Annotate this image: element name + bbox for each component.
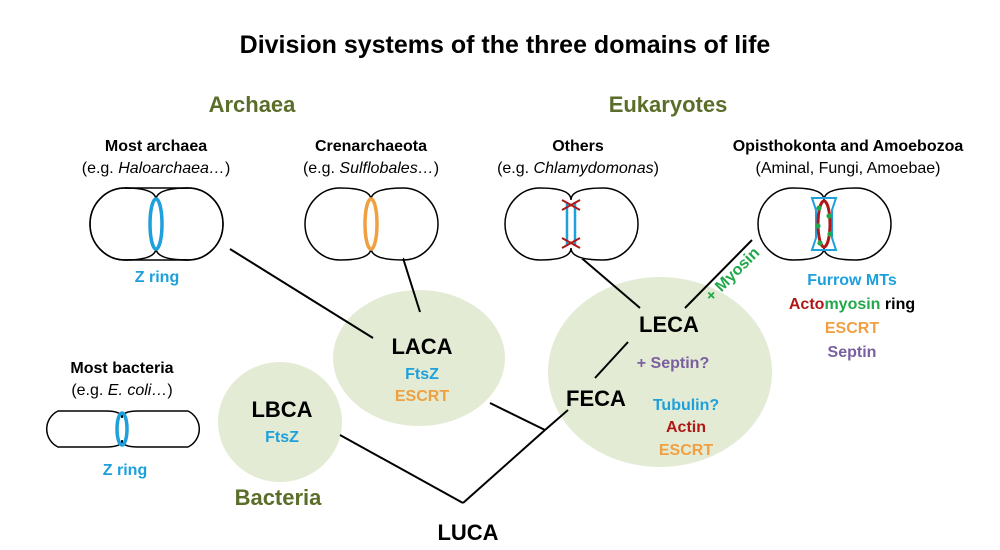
furrow-mts-label: Furrow MTs xyxy=(807,272,897,289)
opisthokonta-example: (Aminal, Fungi, Amoebae) xyxy=(756,160,941,177)
others-label: Others xyxy=(552,138,604,155)
septin-label: Septin xyxy=(828,344,877,361)
most-archaea-example: (e.g. Haloarchaea…) xyxy=(82,160,231,177)
most-bacteria-cell xyxy=(46,410,200,448)
furrow-microtubules-icon xyxy=(561,199,581,249)
plus-septin-annotation: + Septin? xyxy=(637,355,709,372)
others-example: (e.g. Chlamydomonas) xyxy=(497,160,659,177)
diagram-title: Division systems of the three domains of… xyxy=(240,31,771,59)
feca-escrt-label: ESCRT xyxy=(659,442,713,459)
laca-escrt-label: ESCRT xyxy=(395,388,449,405)
z-ring-icon xyxy=(148,197,164,251)
luca-to-feca-branch xyxy=(462,429,546,504)
leca-to-others-branch xyxy=(577,254,641,309)
archaea-domain-label: Archaea xyxy=(209,92,297,117)
laca-to-crenarchaeota-branch xyxy=(402,257,421,313)
most-bacteria-label: Most bacteria xyxy=(70,360,173,377)
feca-to-leca-branch xyxy=(594,341,629,379)
eukaryote-ancestor-blob xyxy=(548,277,772,467)
crenarchaeota-example: (e.g. Sulflobales…) xyxy=(303,160,439,177)
luca-to-lbca-branch xyxy=(339,434,464,504)
phylogeny-lines xyxy=(229,239,753,504)
most-archaea-label: Most archaea xyxy=(105,138,207,155)
most-archaea-cell xyxy=(89,187,224,261)
leca-to-opisthokonta-branch xyxy=(684,239,753,309)
feca-tubulin-label: Tubulin? xyxy=(653,397,719,414)
actomyosin-ring-label: Actomyosin ring xyxy=(789,296,915,313)
luca-label: LUCA xyxy=(437,520,498,545)
most-archaea-z-ring-label: Z ring xyxy=(135,269,179,286)
z-ring-icon xyxy=(115,411,129,447)
laca-ftsz-label: FtsZ xyxy=(405,366,439,383)
opisthokonta-escrt-label: ESCRT xyxy=(825,320,879,337)
laca-to-most-archaea-branch xyxy=(229,248,374,339)
laca-to-node-branch xyxy=(489,402,546,431)
escrt-ring-icon xyxy=(363,197,379,251)
lbca-label: LBCA xyxy=(251,397,312,422)
others-cell xyxy=(504,187,639,261)
opisthokonta-label: Opisthokonta and Amoebozoa xyxy=(733,138,964,155)
feca-actin-label: Actin xyxy=(666,419,706,436)
crenarchaeota-label: Crenarchaeota xyxy=(315,138,427,155)
actomyosin-ring-icon xyxy=(810,197,838,251)
crenarchaeota-cell xyxy=(304,187,439,261)
node-to-feca-branch xyxy=(544,409,569,431)
laca-blob xyxy=(333,290,505,426)
feca-label: FECA xyxy=(566,386,626,411)
lbca-blob xyxy=(218,362,342,482)
most-bacteria-example: (e.g. E. coli…) xyxy=(71,382,172,399)
bacteria-domain-label: Bacteria xyxy=(235,485,323,510)
eukaryotes-domain-label: Eukaryotes xyxy=(609,92,728,117)
laca-label: LACA xyxy=(391,334,452,359)
leca-label: LECA xyxy=(639,312,699,337)
lbca-ftsz-label: FtsZ xyxy=(265,429,299,446)
opisthokonta-cell xyxy=(757,187,892,261)
most-bacteria-z-ring-label: Z ring xyxy=(103,462,147,479)
plus-myosin-annotation: + Myosin xyxy=(702,244,763,305)
